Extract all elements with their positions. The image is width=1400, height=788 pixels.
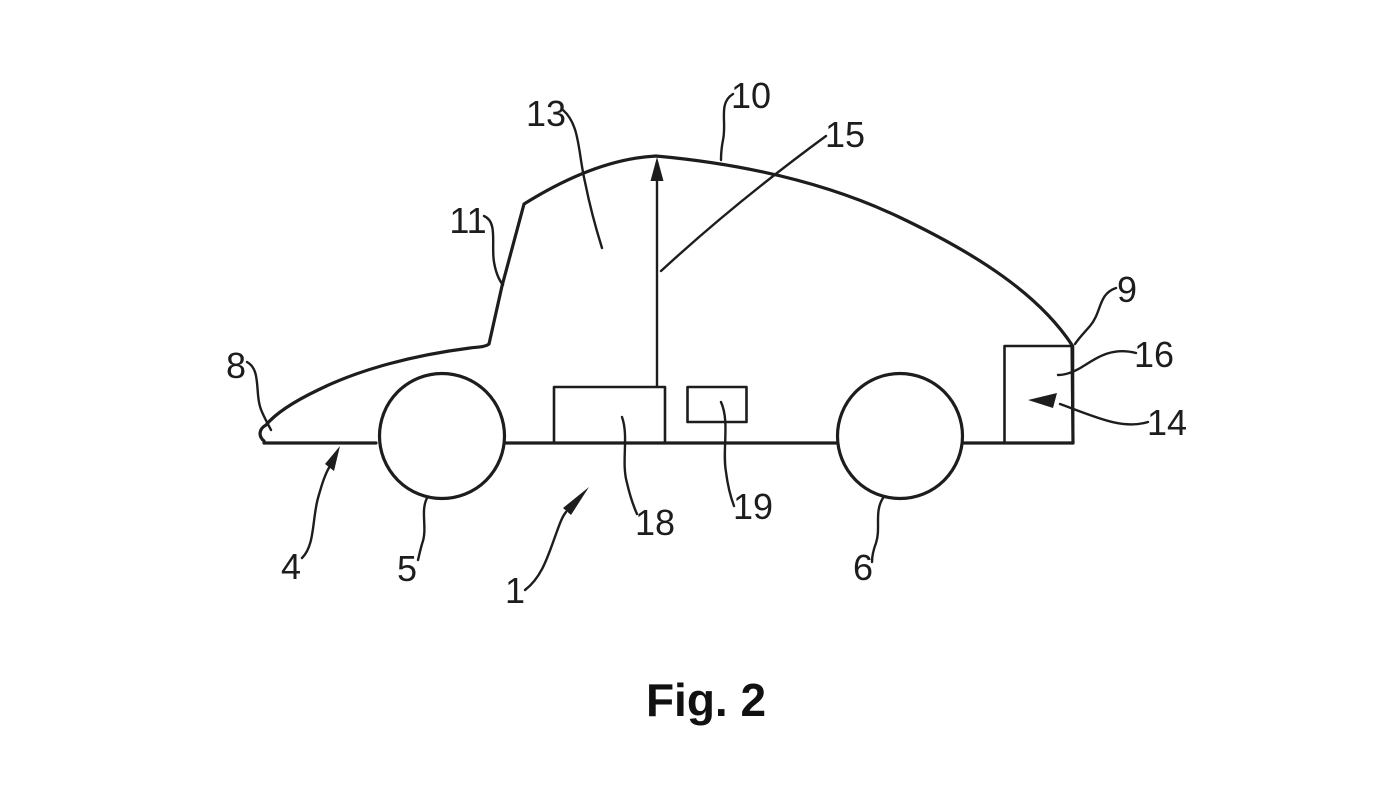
ref-label-15: 15 (825, 114, 865, 155)
ref-label-16: 16 (1134, 334, 1174, 375)
ref-label-11: 11 (449, 200, 486, 241)
ref-label-4: 4 (281, 546, 301, 587)
ref-label-18: 18 (635, 502, 675, 543)
leader-19 (719, 400, 736, 508)
component-box-18 (552, 385, 667, 445)
leader-11 (482, 214, 505, 287)
ref-label-13: 13 (526, 93, 566, 134)
figure-caption: Fig. 2 (646, 674, 766, 726)
ref-label-9: 9 (1117, 269, 1137, 310)
ref-label-6: 6 (853, 547, 873, 588)
leader-16 (1056, 350, 1138, 377)
leader-5 (416, 496, 429, 562)
vehicle-body-outline (258, 154, 1075, 445)
component-box-19 (686, 385, 748, 424)
leader-1 (523, 510, 568, 592)
ref-label-5: 5 (397, 548, 417, 589)
rear-wheel (835, 371, 965, 501)
leader-13 (561, 108, 604, 250)
leader-8 (245, 360, 273, 432)
leader-15 (659, 134, 828, 273)
ref-label-1: 1 (505, 570, 525, 611)
leader-1-arrow-icon (563, 487, 589, 515)
leader-14-arrow-icon (1028, 393, 1057, 408)
leader-9 (1073, 286, 1118, 346)
ref-label-10: 10 (731, 75, 771, 116)
leader-4 (300, 464, 332, 560)
leader-10 (719, 92, 735, 162)
ref-label-8: 8 (226, 345, 246, 386)
leader-14 (1058, 402, 1150, 426)
leader-4-arrow-icon (325, 446, 340, 471)
leader-18 (620, 415, 639, 516)
ref-label-14: 14 (1147, 402, 1187, 443)
measurement-arrow-up-icon (650, 157, 664, 181)
front-wheel (377, 371, 507, 501)
rear-component-box-16 (1003, 344, 1075, 445)
ref-label-19: 19 (733, 486, 773, 527)
leader-6 (870, 496, 885, 564)
